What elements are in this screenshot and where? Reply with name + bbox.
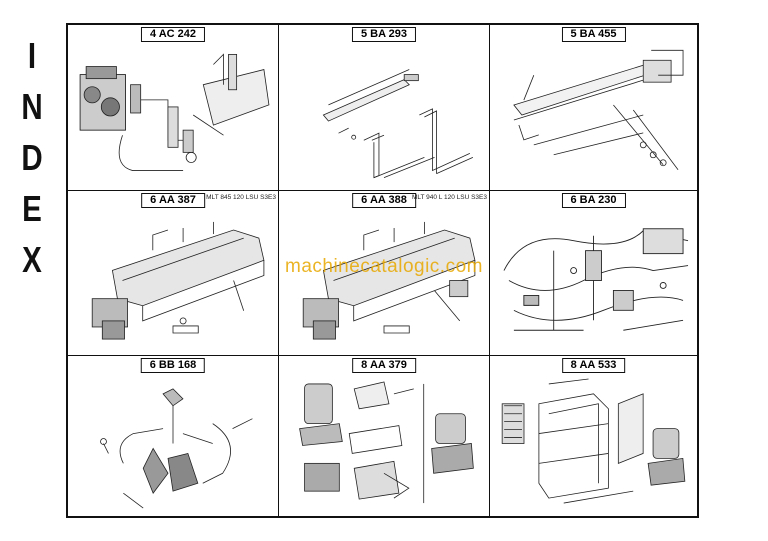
section-code: 8 AA 533 [561,358,626,373]
engine-fuel-system-drawing [72,43,274,187]
index-letter-i: I [27,35,37,76]
machine-model-label: MLT 845 120 LSU S3E3 [206,194,276,201]
section-code: 6 AA 387 [141,193,205,208]
index-cell-6aa388[interactable]: 6 AA 388 MLT 940 L 120 LSU S3E3 [279,191,490,356]
section-code: 4 AC 242 [140,27,206,42]
section-code: 6 BB 168 [140,358,206,373]
section-code: 6 BA 230 [561,193,626,208]
index-cell-6ba230[interactable]: 6 BA 230 [490,191,697,356]
index-title: I N D E X [14,30,50,285]
operator-seat-drawing [283,374,485,513]
index-cell-4ac242[interactable]: 4 AC 242 [68,25,279,191]
index-letter-e: E [22,188,42,229]
section-code: 8 AA 379 [352,358,416,373]
index-cell-8aa379[interactable]: 8 AA 379 [279,356,490,516]
machine-model-label: MLT 940 L 120 LSU S3E3 [411,194,487,201]
section-code: 5 BA 293 [351,27,417,42]
section-code: 5 BA 455 [561,27,626,42]
boom-assembly-drawing [494,43,693,187]
index-letter-x: X [22,239,42,280]
index-cell-8aa533[interactable]: 8 AA 533 [490,356,697,516]
pedal-controls-drawing [72,374,274,513]
watermark-text: machinecatalogic.com [285,256,483,277]
hydraulic-circuit-drawing [494,209,693,352]
parts-index-grid: 4 AC 242 5 BA 293 [66,23,699,518]
index-letter-d: D [21,137,43,178]
index-letter-n: N [21,86,43,127]
cab-structure-drawing [494,374,693,513]
chassis-frame-drawing [72,209,274,352]
section-code: 6 AA 388 [352,193,416,208]
fork-carriage-drawing [283,43,485,187]
index-cell-5ba455[interactable]: 5 BA 455 [490,25,697,191]
chassis-frame-drawing [283,209,485,352]
index-cell-6aa387[interactable]: 6 AA 387 MLT 845 120 LSU S3E3 [68,191,279,356]
index-cell-5ba293[interactable]: 5 BA 293 [279,25,490,191]
index-cell-6bb168[interactable]: 6 BB 168 [68,356,279,516]
